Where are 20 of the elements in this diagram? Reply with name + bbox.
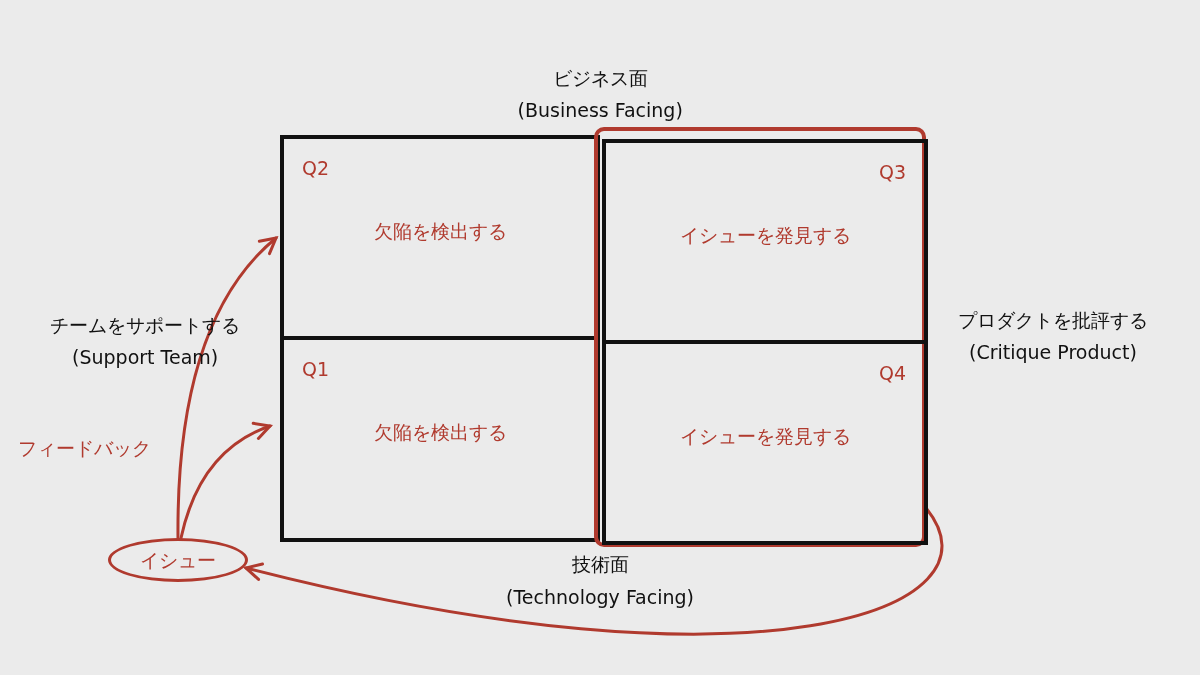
axis-label: (Critique Product) — [969, 341, 1137, 363]
quadrant-label: Q2 — [302, 157, 330, 179]
quadrant-text: イシューを発見する — [679, 424, 851, 449]
axis-label: (Business Facing) — [517, 99, 683, 121]
axis-label: ビジネス面 — [552, 66, 648, 91]
axis-label: 技術面 — [571, 552, 629, 577]
feedback-label: フィードバック — [18, 436, 151, 461]
highlight-frame — [594, 127, 926, 547]
axis-label: (Technology Facing) — [506, 586, 694, 608]
arrow — [176, 236, 278, 540]
quadrant-label: Q3 — [878, 161, 906, 183]
quadrant-label: Q1 — [302, 358, 330, 380]
axis-label: プロダクトを批評する — [958, 308, 1148, 333]
arrow — [244, 506, 942, 636]
issue-ellipse: イシュー — [108, 538, 248, 582]
quadrant-text: イシューを発見する — [679, 223, 851, 248]
arrow — [179, 422, 272, 540]
quadrant-text: 欠陥を検出する — [373, 420, 507, 445]
quadrant-label: Q4 — [878, 362, 906, 384]
quadrant-text: 欠陥を検出する — [373, 219, 507, 244]
